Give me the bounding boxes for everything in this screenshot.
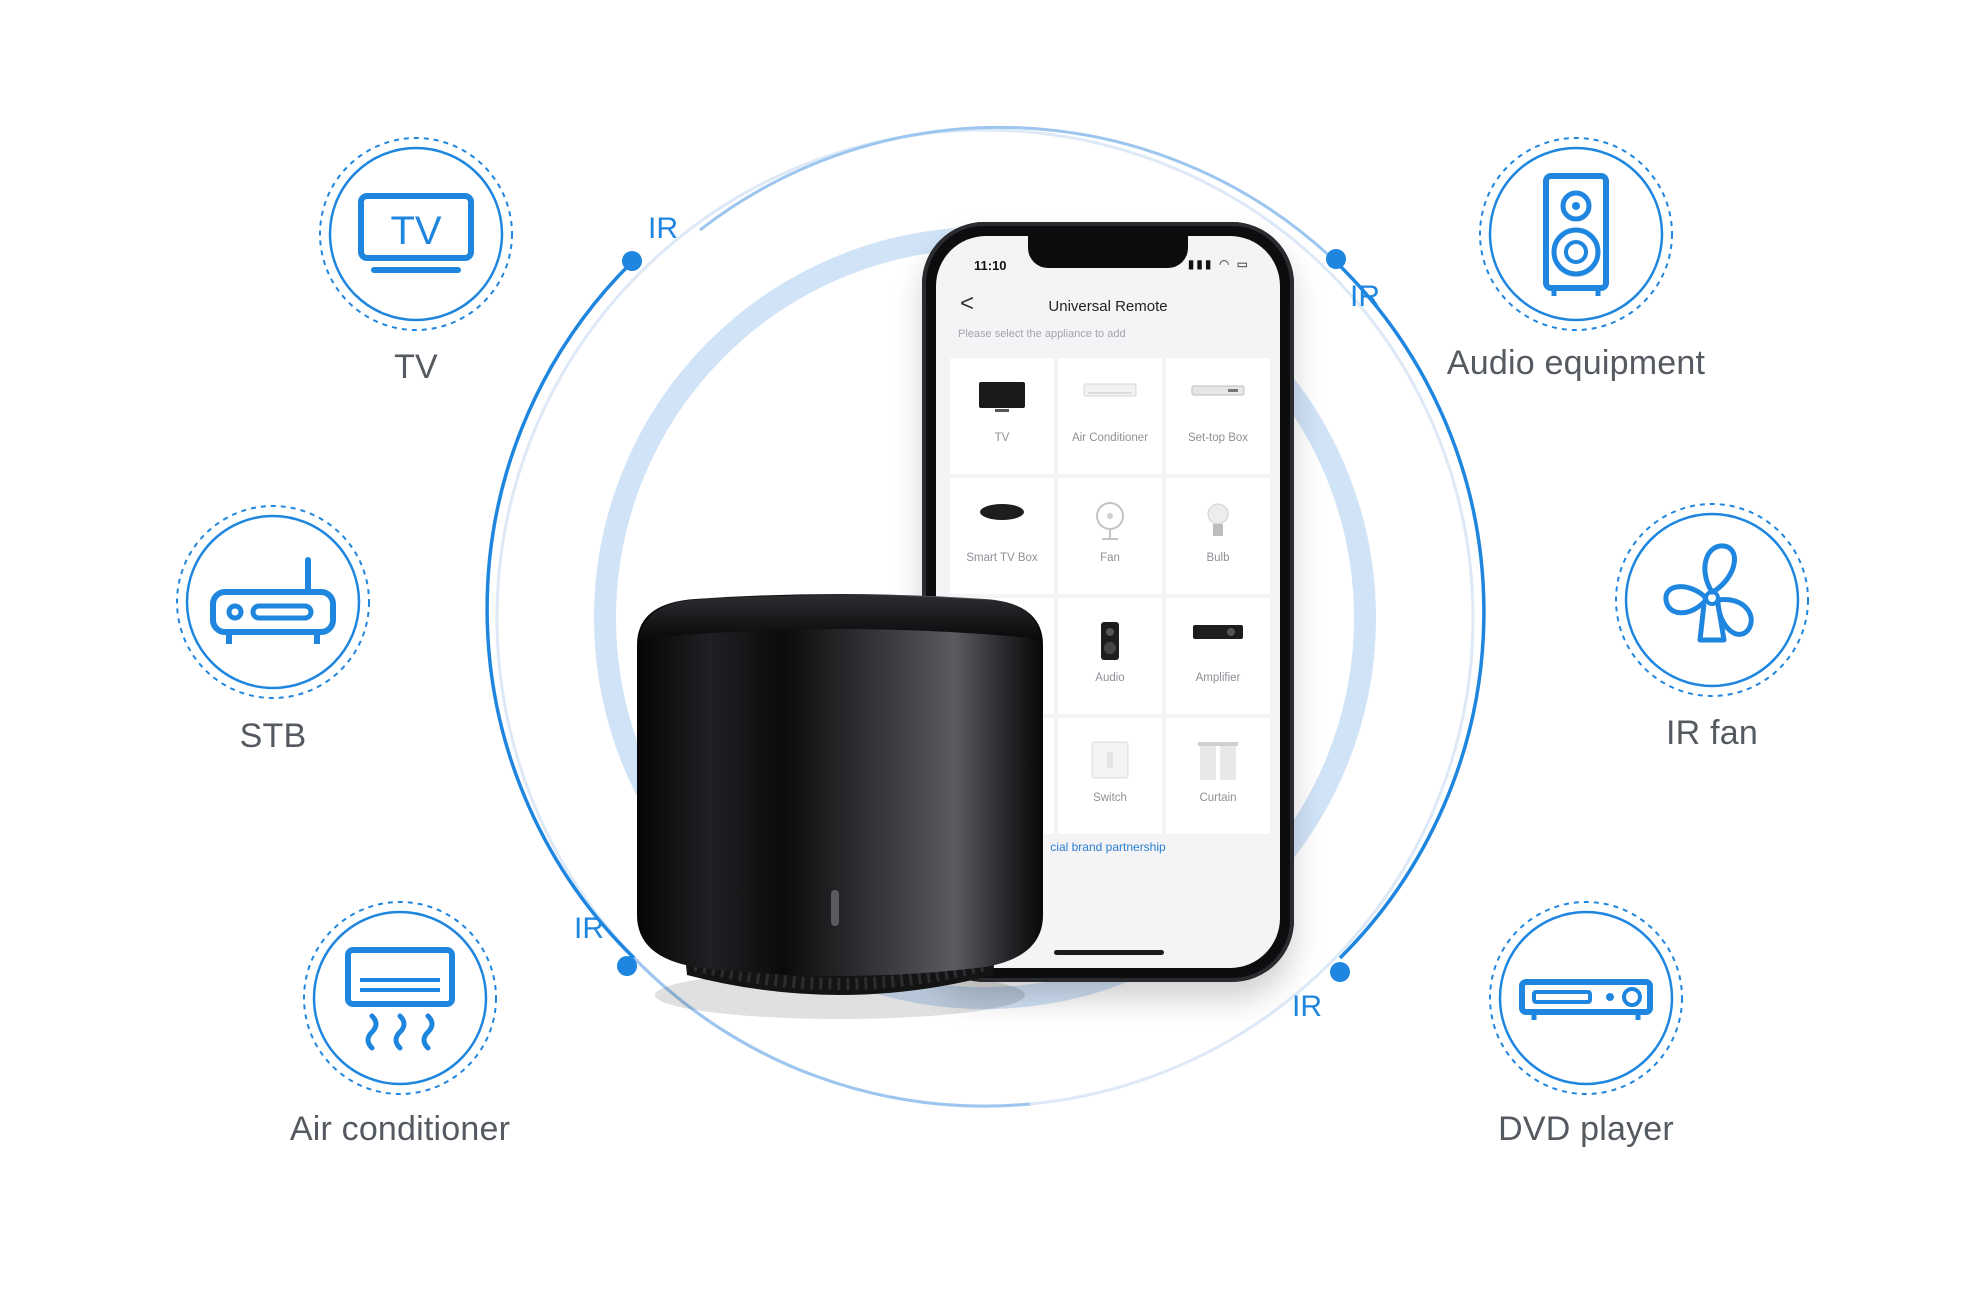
screen-title: Universal Remote <box>1048 298 1168 315</box>
appliance-tile-tv[interactable]: TV <box>950 358 1054 474</box>
device-label-dvd-player: DVD player <box>1498 1110 1674 1148</box>
brand-partnership-link[interactable]: cial brand partnership <box>1050 840 1166 854</box>
device-label-ir-fan: IR fan <box>1666 714 1758 752</box>
phone-screen: 11:10 ▮▮▮ ◠ ▭ < Universal Remote Please … <box>936 236 1280 968</box>
fan-icon <box>1092 500 1128 547</box>
appliance-tile-air-conditioner[interactable]: Air Conditioner <box>1058 358 1162 474</box>
appliance-tile-bulb[interactable]: Bulb <box>1166 478 1270 594</box>
appliance-tile-audio[interactable]: Audio <box>1058 598 1162 714</box>
air-conditioner-icon <box>1082 380 1138 405</box>
appliance-tile-fan[interactable]: Fan <box>1058 478 1162 594</box>
switch-icon <box>1090 740 1130 785</box>
ir-arc-left <box>485 260 636 960</box>
screen-hint: Please select the appliance to add <box>958 328 1126 340</box>
device-label-audio-equipment: Audio equipment <box>1446 344 1706 382</box>
tv-icon: TV <box>319 137 513 331</box>
speaker-icon <box>1479 137 1673 331</box>
hub-status-light <box>831 890 839 926</box>
ir-dot-top-right <box>1326 249 1346 269</box>
appliance-tile-switch[interactable]: Switch <box>1058 718 1162 834</box>
appliance-tile-label: Switch <box>1093 792 1127 804</box>
audio-icon <box>1098 620 1122 667</box>
appliance-tile-label: Curtain <box>1199 792 1237 804</box>
fan-icon <box>1615 503 1809 697</box>
ir-label-top-right: IR <box>1350 280 1380 313</box>
ir-label-bottom-left: IR <box>574 912 604 945</box>
router-icon <box>176 505 370 699</box>
svg-text:TV: TV <box>390 209 441 253</box>
home-indicator <box>1054 950 1164 955</box>
ir-label-bottom-right: IR <box>1292 990 1322 1023</box>
dvd-player-icon <box>1489 901 1683 1095</box>
ir-dot-bottom-left <box>617 956 637 976</box>
ir-dot-bottom-right <box>1330 962 1350 982</box>
appliance-tile-label: Set-top Box <box>1187 432 1249 444</box>
device-label-tv: TV <box>394 348 438 386</box>
ir-arc-right <box>1334 260 1486 960</box>
bulb-icon <box>1206 500 1230 547</box>
appliance-tile-amplifier[interactable]: Amplifier <box>1166 598 1270 714</box>
appliance-tile-label: Fan <box>1100 552 1120 564</box>
hub-vent-grille <box>693 959 987 990</box>
status-icons: ▮▮▮ ◠ ▭ <box>1187 257 1250 271</box>
smartphone: 11:10 ▮▮▮ ◠ ▭ < Universal Remote Please … <box>922 222 1294 982</box>
back-button[interactable]: < <box>960 290 975 317</box>
device-label-air-conditioner: Air conditioner <box>289 1110 511 1148</box>
tv-icon <box>977 380 1027 419</box>
appliance-tile-label: TV <box>994 432 1010 444</box>
appliance-tile-label: Audio <box>1095 672 1125 684</box>
status-time: 11:10 <box>974 258 1007 273</box>
appliance-tile-label: Bulb <box>1206 552 1230 564</box>
smart-tv-box-icon <box>977 500 1027 529</box>
appliance-tile-label: Amplifier <box>1195 672 1241 684</box>
phone-notch <box>1028 236 1188 268</box>
ir-arc-top <box>699 125 1338 264</box>
amplifier-icon <box>1191 620 1245 649</box>
appliance-tile-smart-tv-box[interactable]: Smart TV Box <box>950 478 1054 594</box>
appliance-tile-set-top-box[interactable]: Set-top Box <box>1166 358 1270 474</box>
device-label-stb: STB <box>239 717 307 755</box>
ir-arc-bottom <box>632 956 1031 1108</box>
set-top-box-icon <box>1190 380 1246 405</box>
ir-label-top-left: IR <box>648 212 678 245</box>
appliance-tile-label: Smart TV Box <box>966 552 1038 564</box>
appliance-tile-curtain[interactable]: Curtain <box>1166 718 1270 834</box>
ir-dot-top-left <box>622 251 642 271</box>
appliance-tile-label: Air Conditioner <box>1071 432 1149 444</box>
ir-hub-device <box>637 594 1043 1019</box>
curtain-icon <box>1196 740 1240 787</box>
air-conditioner-icon <box>303 901 497 1095</box>
